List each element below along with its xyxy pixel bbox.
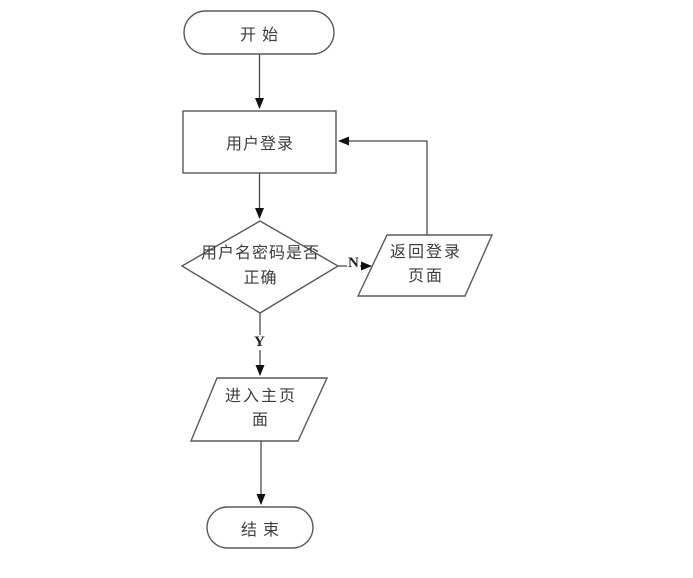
- decision-diamond-shape: [180, 220, 340, 314]
- enter-main-io-shape: [189, 377, 329, 442]
- return-login-label-line2: 页面: [407, 268, 444, 285]
- end-terminator-shape: [206, 506, 314, 549]
- branch-label-no: N: [347, 255, 360, 271]
- decision-label-line1: 用户名密码是否: [200, 245, 320, 262]
- enter-main-label-line1: 进入主页: [224, 388, 297, 405]
- login-process-shape: [182, 110, 337, 174]
- arrow-return-to-login: [338, 136, 428, 235]
- end-label: 结束: [240, 521, 285, 539]
- enter-main-label: 进入主页 面: [200, 385, 320, 433]
- decision-label-line2: 正确: [243, 270, 278, 287]
- start-terminator-shape: [183, 10, 335, 55]
- return-login-label-line1: 返回登录: [389, 244, 462, 261]
- return-login-label: 返回登录 页面: [365, 241, 485, 289]
- login-label: 用户登录: [225, 136, 294, 153]
- return-login-io-shape: [356, 234, 494, 297]
- enter-main-label-line2: 面: [251, 412, 270, 429]
- branch-label-yes: Y: [253, 334, 266, 350]
- start-label: 开始: [239, 26, 284, 44]
- decision-label: 用户名密码是否 正确: [184, 241, 336, 291]
